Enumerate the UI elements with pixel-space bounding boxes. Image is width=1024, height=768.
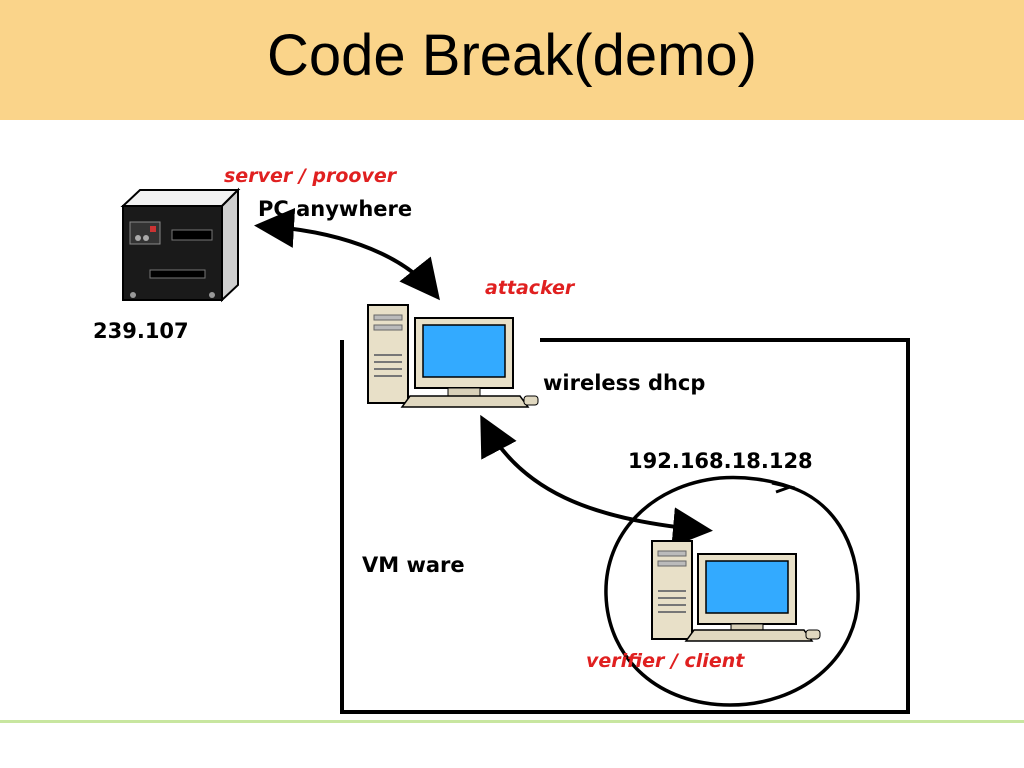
vm-label: VM ware: [362, 553, 465, 577]
client-computer-icon: [651, 540, 821, 642]
bottom-rule: [0, 720, 1024, 723]
vm-boundary: [340, 338, 910, 714]
attacker-computer-icon: [367, 304, 539, 408]
title-bar: Code Break(demo): [0, 0, 1024, 120]
server-address-label: 239.107: [93, 319, 189, 343]
attacker-client-arrow: [480, 414, 713, 548]
server-role-label: server / proover: [224, 165, 398, 187]
server-software-label: PC anywhere: [258, 197, 412, 221]
client-address-label: 192.168.18.128: [628, 449, 813, 473]
attacker-role-label: attacker: [485, 277, 576, 299]
server-tower-icon: [120, 187, 241, 303]
client-role-label: verifier / client: [586, 650, 745, 672]
slide-title: Code Break(demo): [267, 23, 757, 88]
server-attacker-arrow: [254, 207, 440, 301]
attacker-network-label: wireless dhcp: [543, 371, 705, 395]
